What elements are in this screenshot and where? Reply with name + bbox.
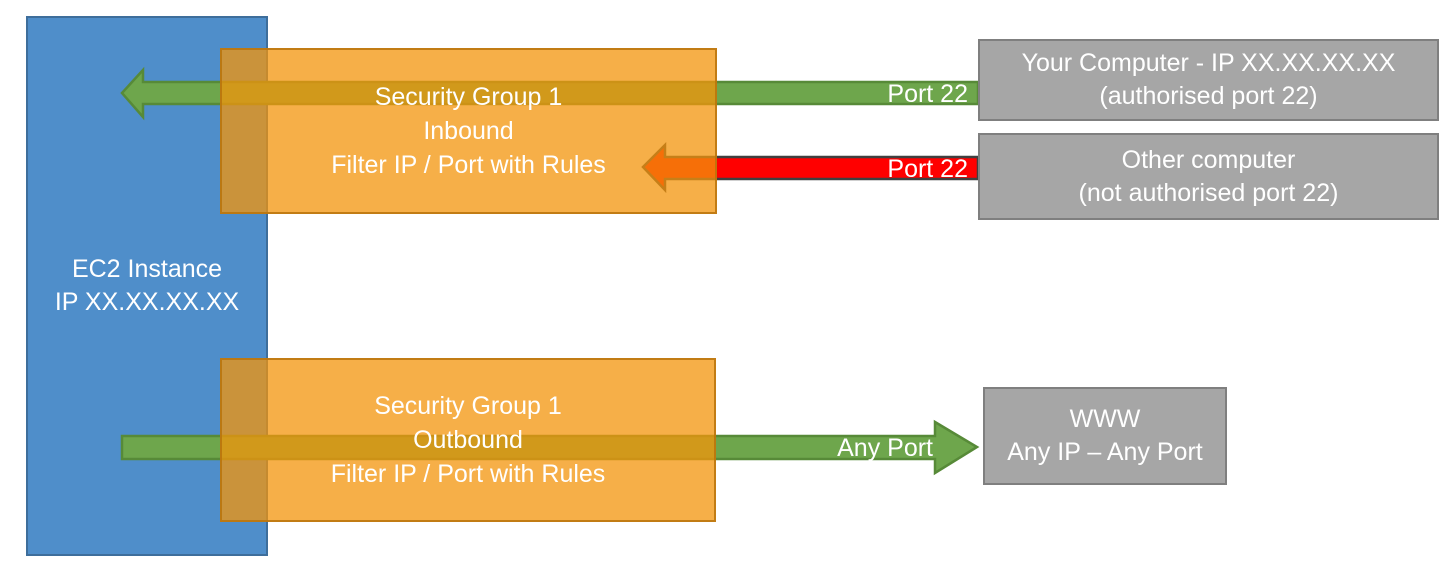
ec2-instance-title: EC2 Instance xyxy=(71,255,223,283)
security-group-outbound-node: Security Group 1 Outbound Filter IP / Po… xyxy=(220,358,716,522)
inbound-blocked-port-label: Port 22 xyxy=(887,155,968,183)
other-computer-node: Other computer (not authorised port 22) xyxy=(978,133,1439,220)
security-group-inbound-description: Filter IP / Port with Rules xyxy=(331,151,606,179)
www-subtitle: Any IP – Any Port xyxy=(1007,438,1203,466)
security-group-inbound-node: Security Group 1 Inbound Filter IP / Por… xyxy=(220,48,717,214)
other-computer-subtitle: (not authorised port 22) xyxy=(1078,178,1339,207)
inbound-allowed-port-label: Port 22 xyxy=(887,80,968,108)
security-group-inbound-direction: Inbound xyxy=(423,117,514,145)
security-group-inbound-title: Security Group 1 xyxy=(374,83,563,111)
your-computer-title: Your Computer - IP XX.XX.XX.XX xyxy=(1021,49,1396,77)
your-computer-node: Your Computer - IP XX.XX.XX.XX (authoris… xyxy=(978,39,1439,121)
other-computer-title: Other computer xyxy=(1121,145,1296,174)
security-group-outbound-description: Filter IP / Port with Rules xyxy=(330,460,606,488)
www-title: WWW xyxy=(1069,405,1141,433)
ec2-instance-ip: IP XX.XX.XX.XX xyxy=(54,288,240,316)
security-group-outbound-direction: Outbound xyxy=(413,426,523,454)
www-node: WWW Any IP – Any Port xyxy=(983,387,1227,485)
security-group-outbound-title: Security Group 1 xyxy=(374,392,562,420)
outbound-port-label: Any Port xyxy=(837,434,933,462)
your-computer-subtitle: (authorised port 22) xyxy=(1099,82,1318,110)
